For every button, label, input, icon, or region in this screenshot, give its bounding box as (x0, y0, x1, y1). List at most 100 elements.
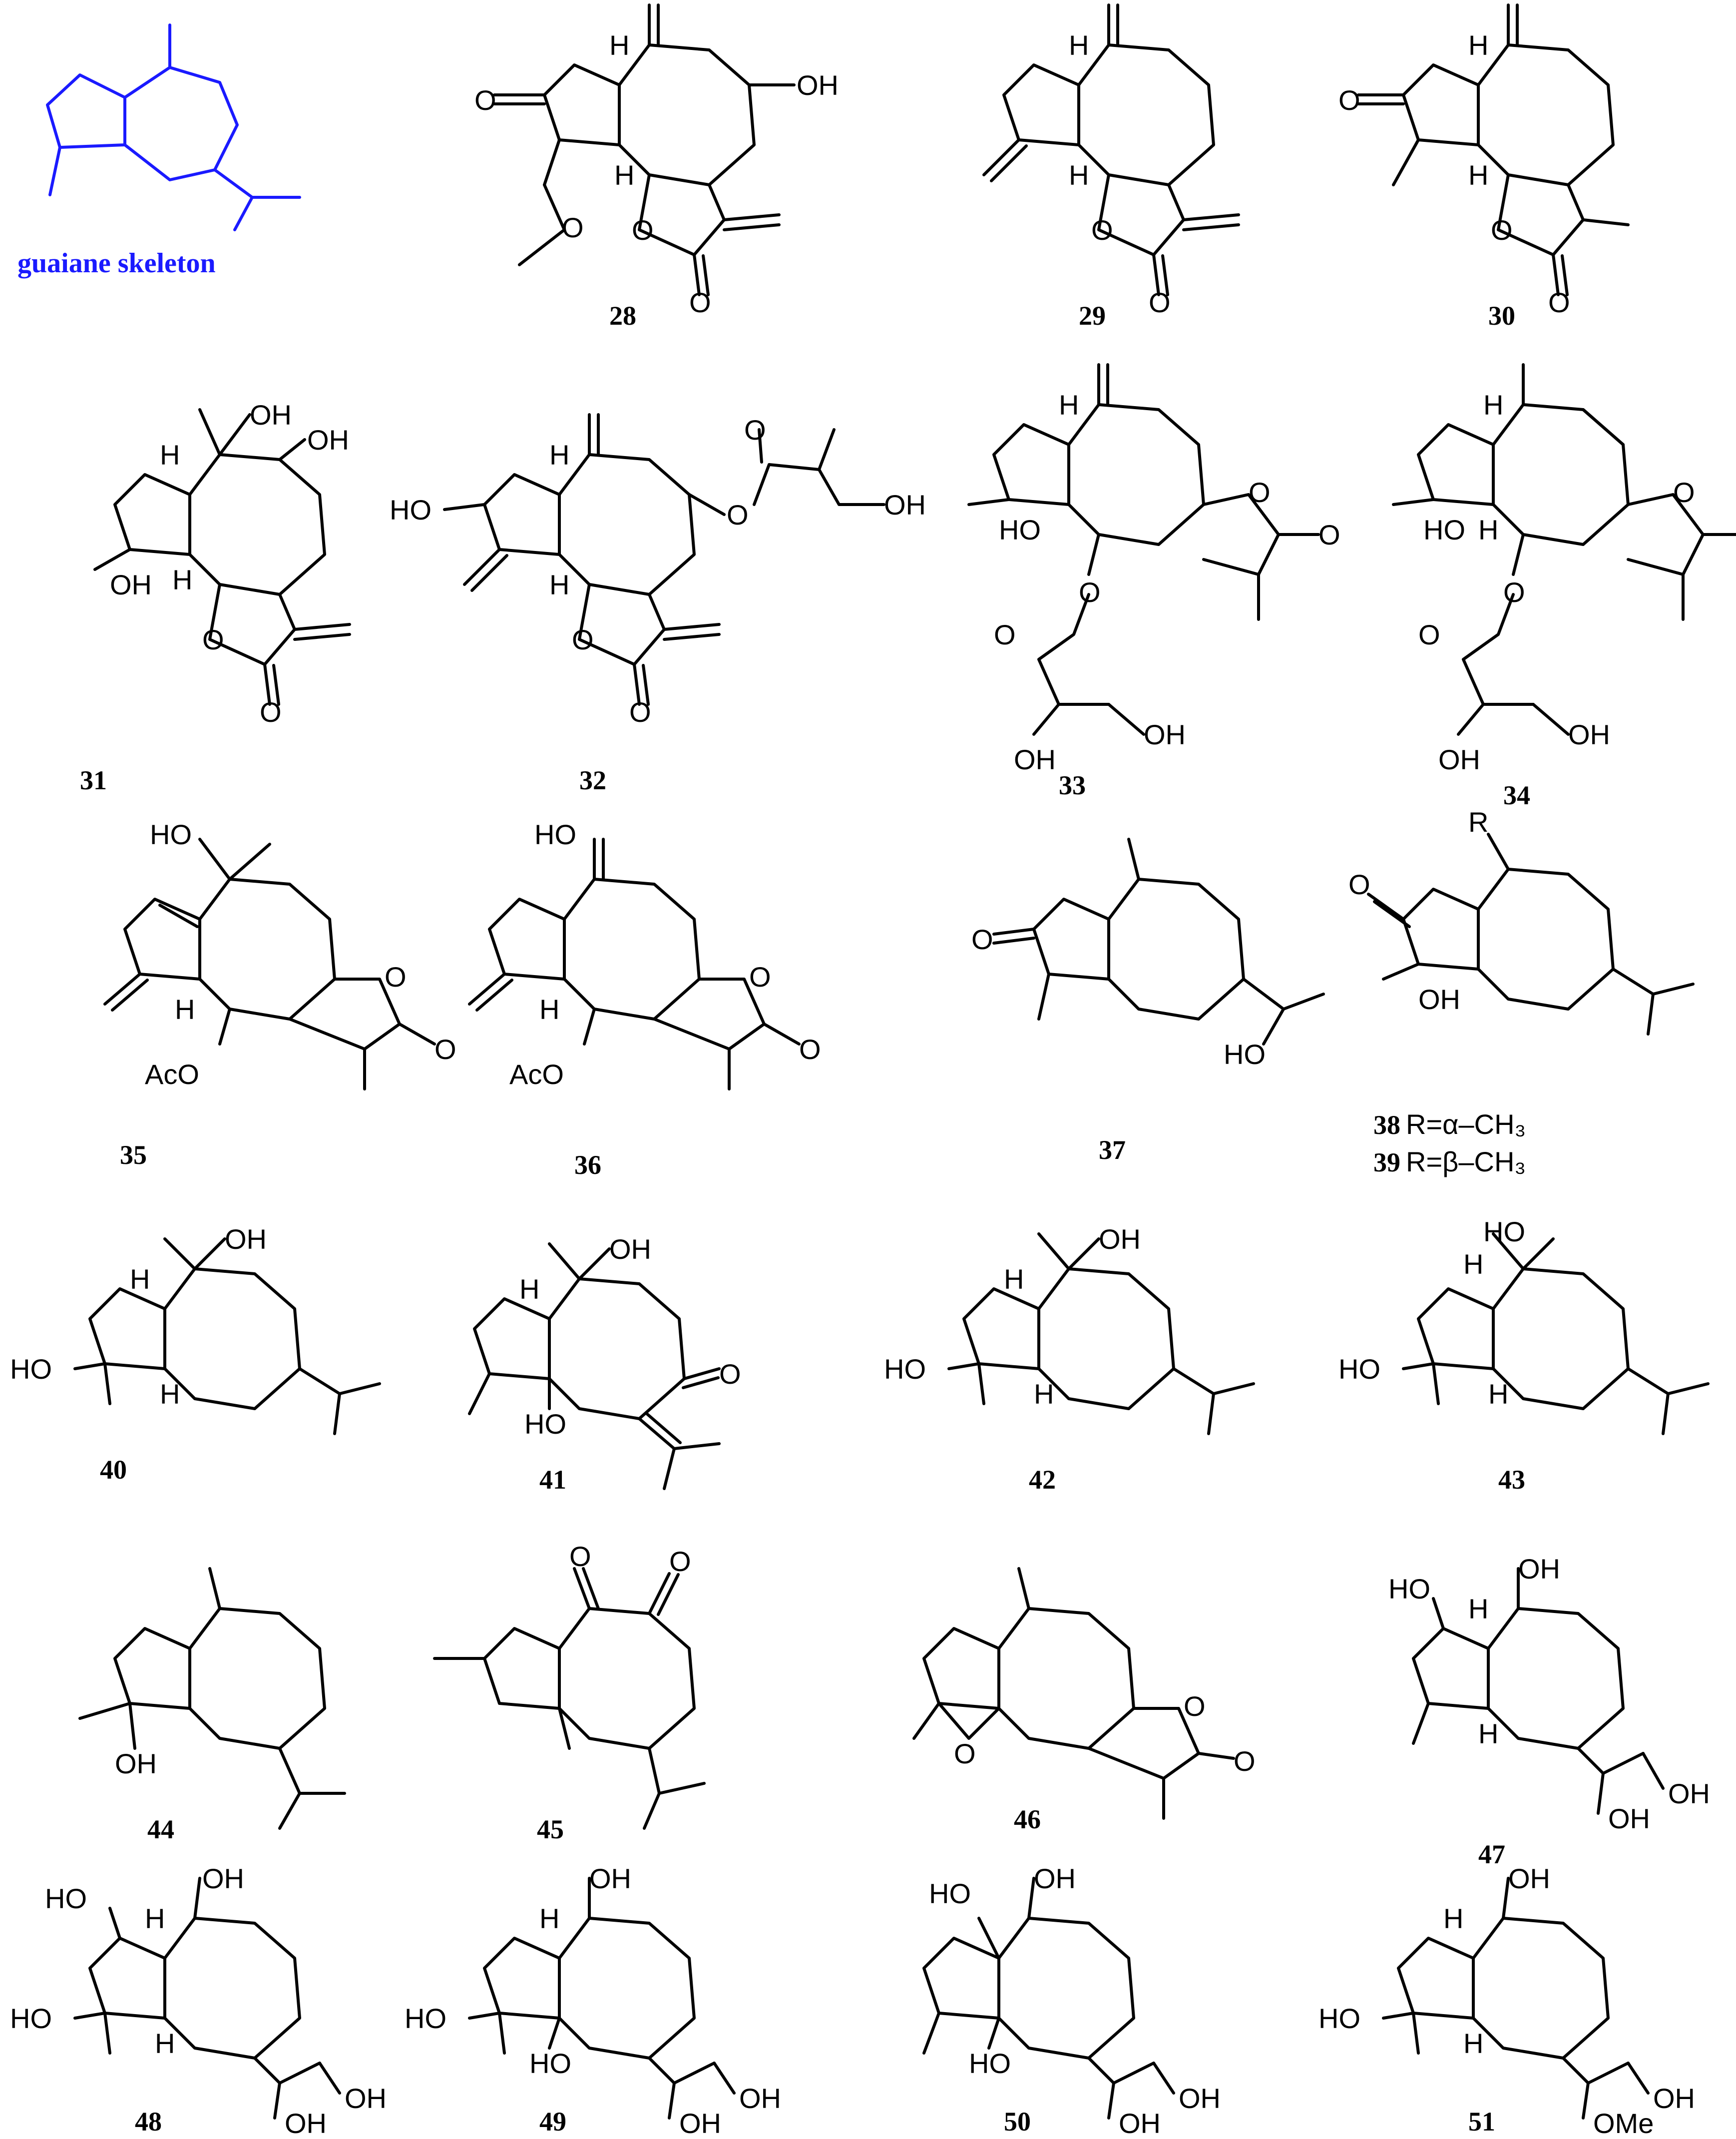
atom-ho: HO (1423, 514, 1465, 545)
atom-oh: OH (1508, 1863, 1550, 1894)
compound-label: 47 (1478, 1839, 1505, 1869)
atom-h: H (1069, 159, 1089, 191)
compound-50: HO OH HO OH OH 50 (922, 1863, 1221, 2139)
atom-o: O (1079, 576, 1101, 608)
atom-o: O (1184, 1690, 1206, 1722)
atom-ho: HO (10, 2003, 52, 2034)
compound-label: 51 (1468, 2107, 1495, 2137)
compound-47: HO OH OH OH H H 47 (1388, 1553, 1710, 1869)
compound-label: 35 (120, 1140, 147, 1170)
atom-h: H (155, 2028, 175, 2059)
compound-label: 50 (1004, 2107, 1031, 2137)
compound-40: OH HO H H 40 (10, 1223, 381, 1485)
atom-o: O (1234, 1745, 1256, 1777)
compound-label: 40 (100, 1455, 127, 1485)
atom-h: H (175, 994, 195, 1025)
compound-33: O O OH OH HO O O H 33 (967, 363, 1340, 800)
compound-37: O HO 37 (971, 838, 1325, 1165)
atom-oh: OH (225, 1223, 267, 1255)
atom-oh: OH (1014, 744, 1056, 775)
atom-ho: HO (150, 819, 192, 850)
atom-h: H (1443, 1903, 1463, 1934)
compound-label: 37 (1099, 1135, 1126, 1165)
atom-h: H (145, 1903, 165, 1934)
atom-h: H (549, 569, 569, 600)
atom-ho: HO (1338, 1353, 1380, 1385)
atom-h: H (549, 439, 569, 471)
compound-label: 31 (80, 765, 107, 795)
atom-o: O (744, 414, 766, 446)
atom-o: O (994, 619, 1016, 650)
atom-o: O (632, 214, 654, 246)
compound-label: 36 (574, 1150, 601, 1180)
compound-label: 42 (1029, 1465, 1056, 1495)
atom-r: R (1468, 806, 1488, 838)
compound-42: OH HO H H 42 (884, 1223, 1255, 1495)
compound-43: HO HO H H 43 (1338, 1216, 1710, 1495)
atom-h: H (1463, 2028, 1483, 2059)
atom-o: O (1338, 84, 1360, 116)
compound-label: 29 (1079, 301, 1106, 331)
atom-ho: HO (1318, 2003, 1360, 2034)
atom-ho: HO (529, 2048, 571, 2079)
compound-36: HO AcO H O O 36 (468, 819, 821, 1180)
atom-h: H (160, 1378, 180, 1410)
atom-o: O (260, 696, 282, 728)
atom-oh: OH (884, 489, 926, 521)
atom-o: O (1249, 477, 1271, 508)
atom-ho: HO (969, 2048, 1011, 2079)
atom-oh: OH (609, 1233, 651, 1265)
atom-oh: OH (1653, 2083, 1695, 2114)
atom-h: H (160, 439, 180, 471)
atom-o: O (1673, 477, 1695, 508)
atom-ho: HO (929, 1878, 971, 1909)
atom-aco: AcO (145, 1059, 199, 1090)
atom-h: H (1004, 1263, 1024, 1295)
compound-29: H H O O 29 (982, 3, 1239, 331)
atom-o: O (572, 624, 594, 655)
atom-oh: OH (1034, 1863, 1076, 1894)
atom-o: O (749, 961, 771, 993)
atom-o: O (727, 499, 749, 531)
atom-ho: HO (10, 1353, 52, 1385)
atom-ho: HO (999, 514, 1041, 545)
compound-35: HO AcO H O O 35 (103, 819, 456, 1170)
atom-o: O (1491, 214, 1513, 246)
compound-31: OH OH OH H H O O 31 (80, 399, 350, 795)
atom-ho: HO (534, 819, 576, 850)
atom-oh: OH (307, 424, 349, 456)
atom-oh: OH (202, 1863, 244, 1894)
atom-oh: OH (739, 2083, 781, 2114)
atom-o: O (1149, 287, 1171, 318)
atom-o: O (1548, 287, 1570, 318)
compound-label: 32 (579, 765, 606, 795)
atom-ho: HO (405, 2003, 446, 2034)
atom-o: O (202, 624, 224, 655)
compound-34: O O OH OH HO O O H H 34 (1392, 363, 1736, 810)
atom-o: O (669, 1546, 691, 1577)
atom-aco: AcO (509, 1059, 564, 1090)
atom-h: H (539, 994, 559, 1025)
atom-o: O (385, 961, 407, 993)
atom-o: O (562, 212, 584, 243)
compound-label: 38 (1373, 1110, 1400, 1140)
atom-oh: OH (1179, 2083, 1221, 2114)
atom-h: H (1468, 1593, 1488, 1624)
atom-o: O (719, 1358, 741, 1390)
atom-o: O (954, 1738, 976, 1769)
atom-h: H (1468, 29, 1488, 61)
atom-oh: OH (1668, 1778, 1710, 1809)
atom-oh: OH (1438, 744, 1480, 775)
compound-label: 49 (539, 2107, 566, 2137)
atom-h: H (1463, 1248, 1483, 1280)
compound-38-39: R O OH 38 R=α–CH₃ 39 R=β–CH₃ (1348, 806, 1695, 1177)
atom-oh: OH (1608, 1803, 1650, 1834)
compound-label: 44 (147, 1814, 174, 1844)
atom-h: H (539, 1903, 559, 1934)
atom-o: O (569, 1541, 591, 1572)
atom-h: H (1034, 1378, 1054, 1410)
atom-oh: OH (797, 69, 839, 101)
atom-o: O (799, 1034, 821, 1065)
atom-h: H (519, 1273, 539, 1305)
